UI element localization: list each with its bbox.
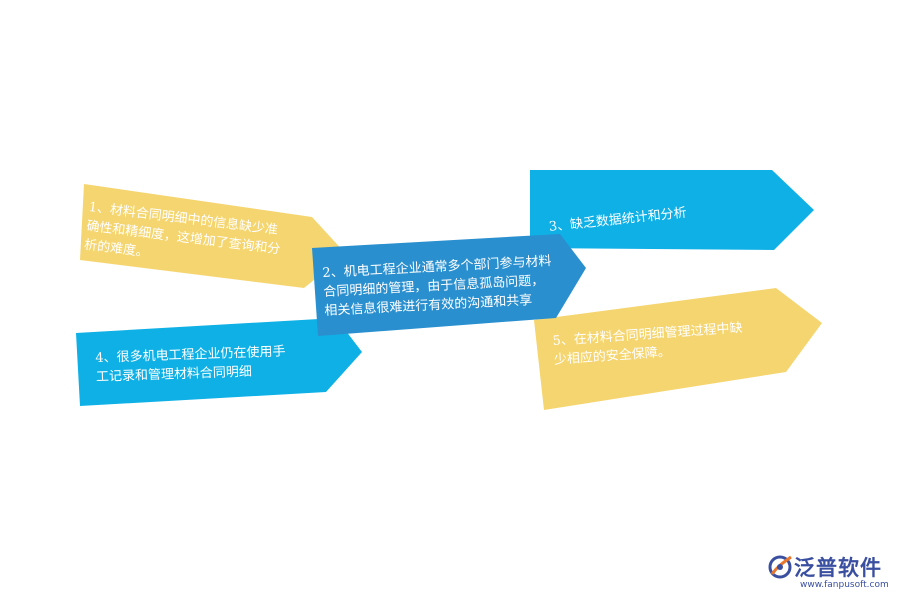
arrow-shape-2	[312, 234, 586, 336]
arrow-text-4: 4、很多机电工程企业仍在使用手 工记录和管理材料合同明细	[95, 342, 286, 387]
arrow-shape-3	[530, 170, 814, 250]
arrow-shape-1	[80, 184, 346, 288]
fanpu-logo-icon	[768, 555, 792, 579]
fanpu-logo: 泛普软件 www.fanpusoft.com	[766, 550, 896, 596]
arrow-shape-4	[76, 318, 362, 406]
arrow-shape-5	[534, 288, 822, 410]
logo-url: www.fanpusoft.com	[800, 580, 889, 590]
arrow-text-2: 2、机电工程企业通常多个部门参与材料 合同明细的管理，由于信息孤岛问题， 相关信…	[322, 252, 554, 321]
logo-name: 泛普软件	[794, 556, 882, 580]
